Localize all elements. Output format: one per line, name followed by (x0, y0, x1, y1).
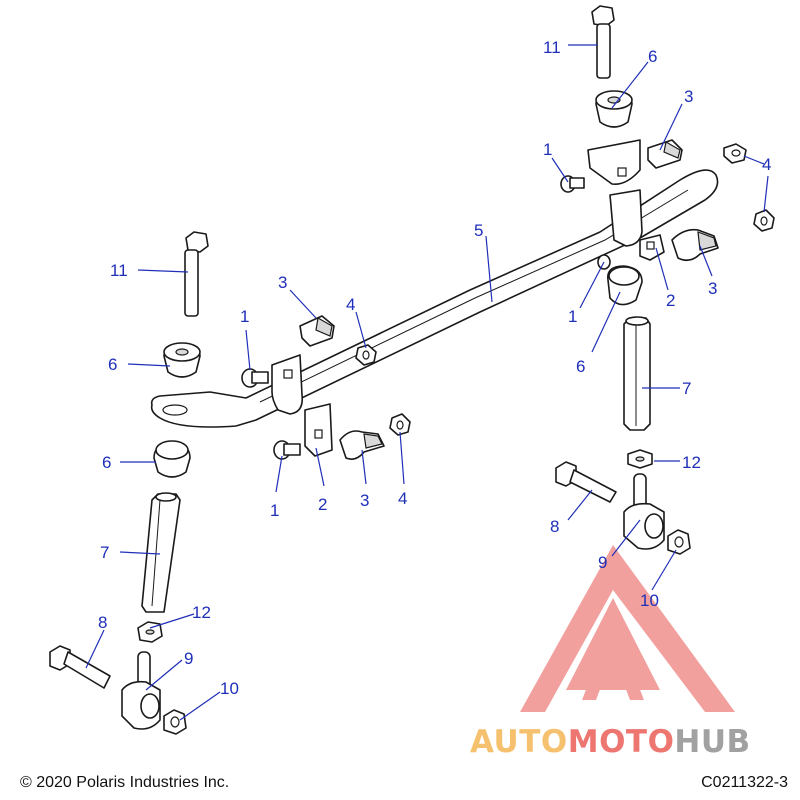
callout-3-top-left: 3 (278, 273, 287, 292)
bolt-1-left-lower (273, 440, 301, 460)
clamp-left (271, 354, 333, 457)
watermark-inner-m (582, 620, 644, 700)
nut-4-right-lower (753, 209, 775, 232)
callout-1-right: 1 (543, 140, 552, 159)
nut-10-left (163, 709, 187, 735)
watermark-hub: HUB (674, 724, 750, 760)
bushing-3-top-right (647, 139, 683, 169)
callout-10-left: 10 (220, 679, 239, 698)
callout-4-left-upper: 4 (346, 295, 355, 314)
nut-4-right-upper (723, 143, 747, 164)
link-7-right (623, 316, 651, 431)
callout-8-right: 8 (550, 517, 559, 536)
nut-12-left (137, 621, 163, 643)
callout-6-right-mid: 6 (576, 357, 585, 376)
callout-11-left: 11 (110, 261, 128, 280)
bolt-1-left-upper (241, 368, 269, 388)
callout-12-right: 12 (682, 453, 701, 472)
callout-3-top-right: 3 (684, 87, 693, 106)
callout-8-left: 8 (98, 613, 107, 632)
bolt-1-right (560, 175, 585, 193)
watermark-text: AUTOMOTOHUB (470, 724, 751, 760)
grommet-6-top-right (595, 90, 633, 128)
callout-4-right-upper: 4 (762, 155, 771, 174)
callout-3-bottom-right: 3 (708, 279, 717, 298)
callout-6-top-right: 6 (648, 47, 657, 66)
callout-10-right: 10 (640, 591, 659, 610)
watermark-auto: AUTO (470, 724, 568, 760)
callout-6-left-upper: 6 (108, 355, 117, 374)
callout-12-left: 12 (192, 603, 211, 622)
grommet-6-left-lower (153, 440, 191, 478)
link-7-left (141, 492, 181, 613)
nut-12-right (627, 449, 653, 469)
bushing-3-top-left (299, 315, 335, 347)
nut-4-left-lower (389, 413, 411, 436)
bushing-3-bottom-left (339, 430, 385, 460)
watermark-triangle (520, 545, 735, 712)
callout-1-left-lower: 1 (270, 501, 279, 520)
callout-7-right: 7 (682, 379, 691, 398)
callout-labels: 11 6 3 1 4 5 2 3 1 6 7 12 8 9 10 11 3 4 … (98, 38, 771, 698)
clamp-right (587, 139, 665, 261)
callout-6-left-lower: 6 (102, 453, 111, 472)
callout-11-top: 11 (543, 38, 561, 57)
diagram-code: C0211322-3 (701, 774, 788, 791)
callout-9-right: 9 (598, 553, 607, 572)
callout-5-bar: 5 (474, 221, 483, 240)
callout-3-bottom-left: 3 (360, 491, 369, 510)
bolt-8-left (49, 645, 111, 689)
ball-joint-9-left (121, 651, 161, 730)
bushing-3-bottom-right (671, 228, 719, 262)
callout-4-left-lower: 4 (398, 489, 407, 508)
callout-1-left-upper: 1 (240, 307, 249, 326)
copyright-text: © 2020 Polaris Industries Inc. (20, 774, 230, 791)
callout-2-right: 2 (666, 291, 675, 310)
nut-10-right (667, 529, 691, 555)
ball-joint-9-right (623, 473, 665, 550)
leader-lines (85, 44, 769, 721)
callout-7-left: 7 (100, 543, 109, 562)
bolt-8-right (555, 461, 617, 503)
bolt-11-left (184, 231, 209, 317)
nut-4-left-upper (355, 344, 377, 366)
grommet-6-right-mid (607, 265, 643, 306)
grommet-6-left-upper (163, 342, 201, 378)
callout-9-left: 9 (184, 649, 193, 668)
watermark-logo (520, 545, 735, 712)
watermark-moto: MOTO (568, 724, 675, 760)
bolt-11-top (591, 5, 615, 79)
callout-2-left: 2 (318, 495, 327, 514)
callout-1-right-lower: 1 (568, 307, 577, 326)
